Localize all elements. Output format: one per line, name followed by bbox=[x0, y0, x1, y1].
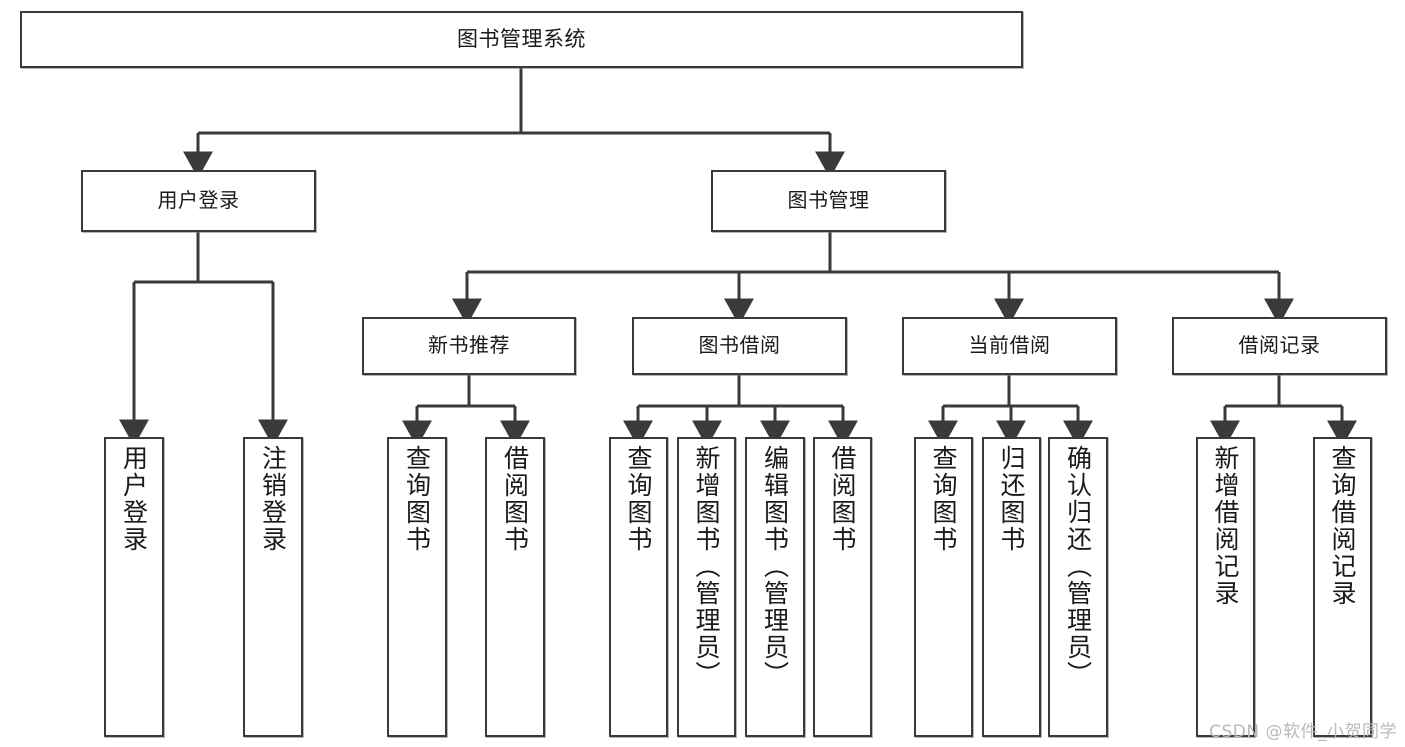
node-leaf-query-book-3-label: 查询图书 bbox=[929, 445, 958, 553]
node-leaf-query-book-2[interactable]: 查询图书 bbox=[609, 437, 668, 737]
node-leaf-confirm-return-admin[interactable]: 确认归还（管理员） bbox=[1048, 437, 1108, 737]
node-leaf-logout-login[interactable]: 注销登录 bbox=[243, 437, 303, 737]
node-book-borrow-label: 图书借阅 bbox=[698, 333, 781, 358]
node-current-borrow[interactable]: 当前借阅 bbox=[902, 317, 1117, 375]
node-leaf-query-book-1-label: 查询图书 bbox=[402, 445, 432, 553]
node-book-manage[interactable]: 图书管理 bbox=[711, 170, 946, 232]
node-leaf-logout-login-label: 注销登录 bbox=[258, 445, 288, 553]
node-borrow-record-label: 借阅记录 bbox=[1238, 333, 1321, 358]
node-leaf-borrow-book-1[interactable]: 借阅图书 bbox=[485, 437, 545, 737]
node-borrow-record[interactable]: 借阅记录 bbox=[1172, 317, 1387, 375]
node-leaf-edit-book-admin[interactable]: 编辑图书（管理员） bbox=[745, 437, 805, 737]
node-leaf-add-book-admin[interactable]: 新增图书（管理员） bbox=[677, 437, 736, 737]
node-leaf-add-book-admin-label: 新增图书（管理员） bbox=[692, 445, 721, 688]
node-leaf-return-book-label: 归还图书 bbox=[997, 445, 1026, 553]
node-root-label: 图书管理系统 bbox=[457, 27, 586, 52]
node-leaf-query-book-3[interactable]: 查询图书 bbox=[914, 437, 973, 737]
node-leaf-user-login-label: 用户登录 bbox=[119, 445, 149, 553]
node-user-login-label: 用户登录 bbox=[157, 188, 240, 213]
node-leaf-query-book-1[interactable]: 查询图书 bbox=[387, 437, 447, 737]
node-leaf-query-borrow-record-label: 查询借阅记录 bbox=[1328, 445, 1357, 607]
node-book-manage-label: 图书管理 bbox=[787, 188, 870, 213]
node-leaf-confirm-return-admin-label: 确认归还（管理员） bbox=[1063, 445, 1093, 688]
node-current-borrow-label: 当前借阅 bbox=[968, 333, 1051, 358]
node-user-login[interactable]: 用户登录 bbox=[81, 170, 316, 232]
node-leaf-user-login[interactable]: 用户登录 bbox=[104, 437, 164, 737]
node-leaf-add-borrow-record-label: 新增借阅记录 bbox=[1211, 445, 1240, 607]
node-new-book-recommend[interactable]: 新书推荐 bbox=[362, 317, 576, 375]
node-root[interactable]: 图书管理系统 bbox=[20, 11, 1023, 68]
node-leaf-borrow-book-1-label: 借阅图书 bbox=[500, 445, 530, 553]
node-leaf-add-borrow-record[interactable]: 新增借阅记录 bbox=[1196, 437, 1255, 737]
node-new-book-recommend-label: 新书推荐 bbox=[428, 333, 510, 358]
node-leaf-return-book[interactable]: 归还图书 bbox=[982, 437, 1041, 737]
node-leaf-query-borrow-record[interactable]: 查询借阅记录 bbox=[1313, 437, 1372, 737]
node-book-borrow[interactable]: 图书借阅 bbox=[632, 317, 847, 375]
watermark-text: CSDN @软件_小贺同学 bbox=[1209, 722, 1397, 742]
node-leaf-query-book-2-label: 查询图书 bbox=[624, 445, 653, 553]
node-leaf-edit-book-admin-label: 编辑图书（管理员） bbox=[760, 445, 790, 688]
node-leaf-borrow-book-2[interactable]: 借阅图书 bbox=[813, 437, 872, 737]
node-leaf-borrow-book-2-label: 借阅图书 bbox=[828, 445, 857, 553]
